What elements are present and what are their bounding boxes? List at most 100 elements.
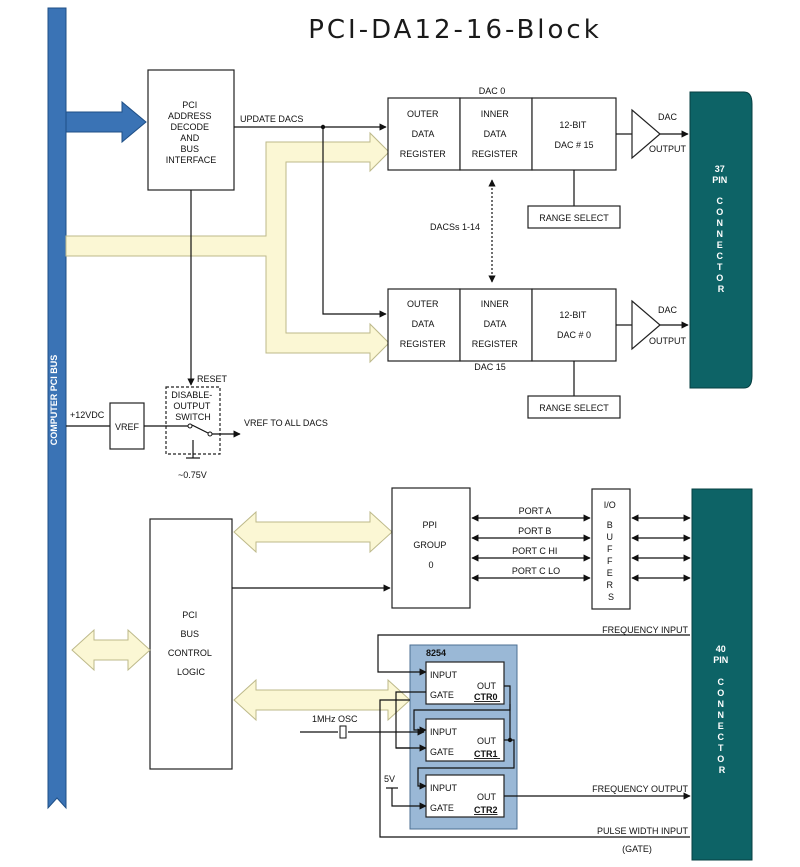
counter-gate-label: GATE xyxy=(430,690,454,700)
counter-ctr2 xyxy=(425,774,505,818)
range-select-label: RANGE SELECT xyxy=(539,403,609,413)
ppi-label: 0 xyxy=(428,560,433,570)
inner-register-top xyxy=(459,97,533,171)
counter-ctr-label: CTR0 xyxy=(474,692,498,702)
range-select-label: RANGE SELECT xyxy=(539,213,609,223)
counter-chip-label: 8254 xyxy=(426,648,446,658)
connector-letter: E xyxy=(718,721,724,731)
vref-level-label: ~0.75V xyxy=(178,470,207,480)
diagram-title: PCI-DA12-16-Block xyxy=(308,15,602,45)
bus-link-pci xyxy=(71,628,151,672)
dac-output-label: OUTPUT xyxy=(649,336,687,346)
vref-out-label: VREF TO ALL DACS xyxy=(244,418,328,428)
connector-letter: N xyxy=(716,229,723,239)
ppi-label: GROUP xyxy=(413,540,446,550)
inner-register-label: DATA xyxy=(484,129,507,139)
counter-ctr-label: CTR2 xyxy=(474,805,498,815)
svg-text:OUTER DATA REGISTER: OUTER DATA REGISTER INNER DATA REGISTER … xyxy=(400,299,591,349)
dacs-mid-label: DACSs 1-14 xyxy=(430,222,480,232)
dac-bottom-caption: DAC 15 xyxy=(474,362,506,372)
connector-letter: O xyxy=(716,273,723,283)
svg-text:PCI ADDRESS DECODE: PCI ADDRESS DECODE AND BUS INTERFACE xyxy=(166,100,217,165)
supply-5v-label: 5V xyxy=(384,774,395,784)
counter-input-label: INPUT xyxy=(430,783,458,793)
port-label: PORT B xyxy=(518,526,551,536)
dac-amplifier-bottom xyxy=(631,299,661,351)
pci-decode-line: INTERFACE xyxy=(166,155,217,165)
vref-block xyxy=(109,402,145,450)
connector-letter: N xyxy=(717,710,724,720)
dac-converter-bottom xyxy=(531,288,617,362)
counter-gate-label: GATE xyxy=(430,747,454,757)
connector-40-pin: 40 PIN C O N N E C T O R xyxy=(691,488,753,861)
io-buffers-letter: R xyxy=(606,580,613,590)
pci-bus-label: COMPUTER PCI BUS xyxy=(49,355,59,446)
port-label: PORT A xyxy=(519,506,552,516)
counter-ctr-label: CTR1 xyxy=(474,749,498,759)
connector-letter: O xyxy=(717,754,724,764)
connector-letter: C xyxy=(717,732,724,742)
bus-control-label: LOGIC xyxy=(177,667,206,677)
pci-bus-arrow xyxy=(65,100,147,144)
data-bus-path xyxy=(65,131,390,364)
outer-register-label: DATA xyxy=(412,319,435,329)
osc-label: 1MHz OSC xyxy=(312,714,358,724)
switch-label: SWITCH xyxy=(175,412,211,422)
osc-crystal-icon xyxy=(339,725,347,739)
dac-converter-label: DAC # 0 xyxy=(557,330,591,340)
port-label: PORT C LO xyxy=(512,566,560,576)
freq-out-label: FREQUENCY OUTPUT xyxy=(592,784,688,794)
reset-label: RESET xyxy=(197,374,228,384)
connector-letter: R xyxy=(719,765,726,775)
inner-register-label: REGISTER xyxy=(472,149,519,159)
counter-gate-label: GATE xyxy=(430,803,454,813)
connector-letter: T xyxy=(717,262,723,272)
dac-converter-label: 12-BIT xyxy=(559,120,587,130)
svg-text:PPI GROUP 0: PPI GROUP 0 xyxy=(413,520,448,570)
io-buffers-letter: F xyxy=(607,556,613,566)
inner-register-label: REGISTER xyxy=(472,339,519,349)
counter-input-label: INPUT xyxy=(430,670,458,680)
counter-out-label: OUT xyxy=(477,792,497,802)
svg-text:INPUT GATE OUT INP: INPUT GATE OUT INPUT GATE OUT INPUT GATE… xyxy=(430,670,498,813)
dac-converter-label: DAC # 15 xyxy=(554,140,593,150)
connector-letter: R xyxy=(718,284,725,294)
outer-register-label: DATA xyxy=(412,129,435,139)
port-lines xyxy=(471,514,591,582)
connector-head: PIN xyxy=(713,655,728,665)
pci-decode-line: AND xyxy=(180,133,200,143)
counter-input-label: INPUT xyxy=(430,727,458,737)
svg-text:40 PIN C O: 40 PIN C O N N E C T O R xyxy=(713,644,731,775)
svg-text:DISABLE- OUTPUT SWITCH: DISABLE- OUTPUT SWITCH xyxy=(171,390,215,422)
inner-register-label: DATA xyxy=(484,319,507,329)
gate-signal-label: (GATE) xyxy=(622,844,652,854)
pci-decode-line: DECODE xyxy=(170,122,209,132)
dac-output-label: OUTPUT xyxy=(649,144,687,154)
dac-amplifier-top xyxy=(631,108,661,160)
connector-letter: O xyxy=(717,688,724,698)
switch-label: DISABLE- xyxy=(171,390,212,400)
range-select-bottom xyxy=(527,395,621,419)
bus-control-block xyxy=(149,518,233,770)
counter-out-label: OUT xyxy=(477,736,497,746)
connector-letter: O xyxy=(716,207,723,217)
inner-register-label: INNER xyxy=(481,299,510,309)
ppi-label: PPI xyxy=(422,520,437,530)
bus-control-label: CONTROL xyxy=(168,648,212,658)
inner-register-bottom xyxy=(459,288,533,362)
outer-register-top xyxy=(387,97,461,171)
pci-decode-line: ADDRESS xyxy=(168,111,212,121)
pci-decode-line: BUS xyxy=(180,144,199,154)
ppi-block xyxy=(391,487,471,609)
svg-text:I/O B U F F: I/O B U F F E R S xyxy=(604,500,619,602)
outer-register-label: OUTER xyxy=(407,109,439,119)
connector-head: PIN xyxy=(712,175,727,185)
range-select-top xyxy=(527,205,621,229)
dac-amp-label: DAC xyxy=(658,112,678,122)
io-buffers-label: I/O xyxy=(604,500,616,510)
svg-text:PORT A PORT B PORT C H: PORT A PORT B PORT C HI PORT C LO xyxy=(512,506,560,576)
connector-letter: C xyxy=(717,677,724,687)
svg-text:OUTER DATA REGISTER: OUTER DATA REGISTER INNER DATA REGISTER … xyxy=(400,109,594,159)
pci-decode-line: PCI xyxy=(182,100,197,110)
